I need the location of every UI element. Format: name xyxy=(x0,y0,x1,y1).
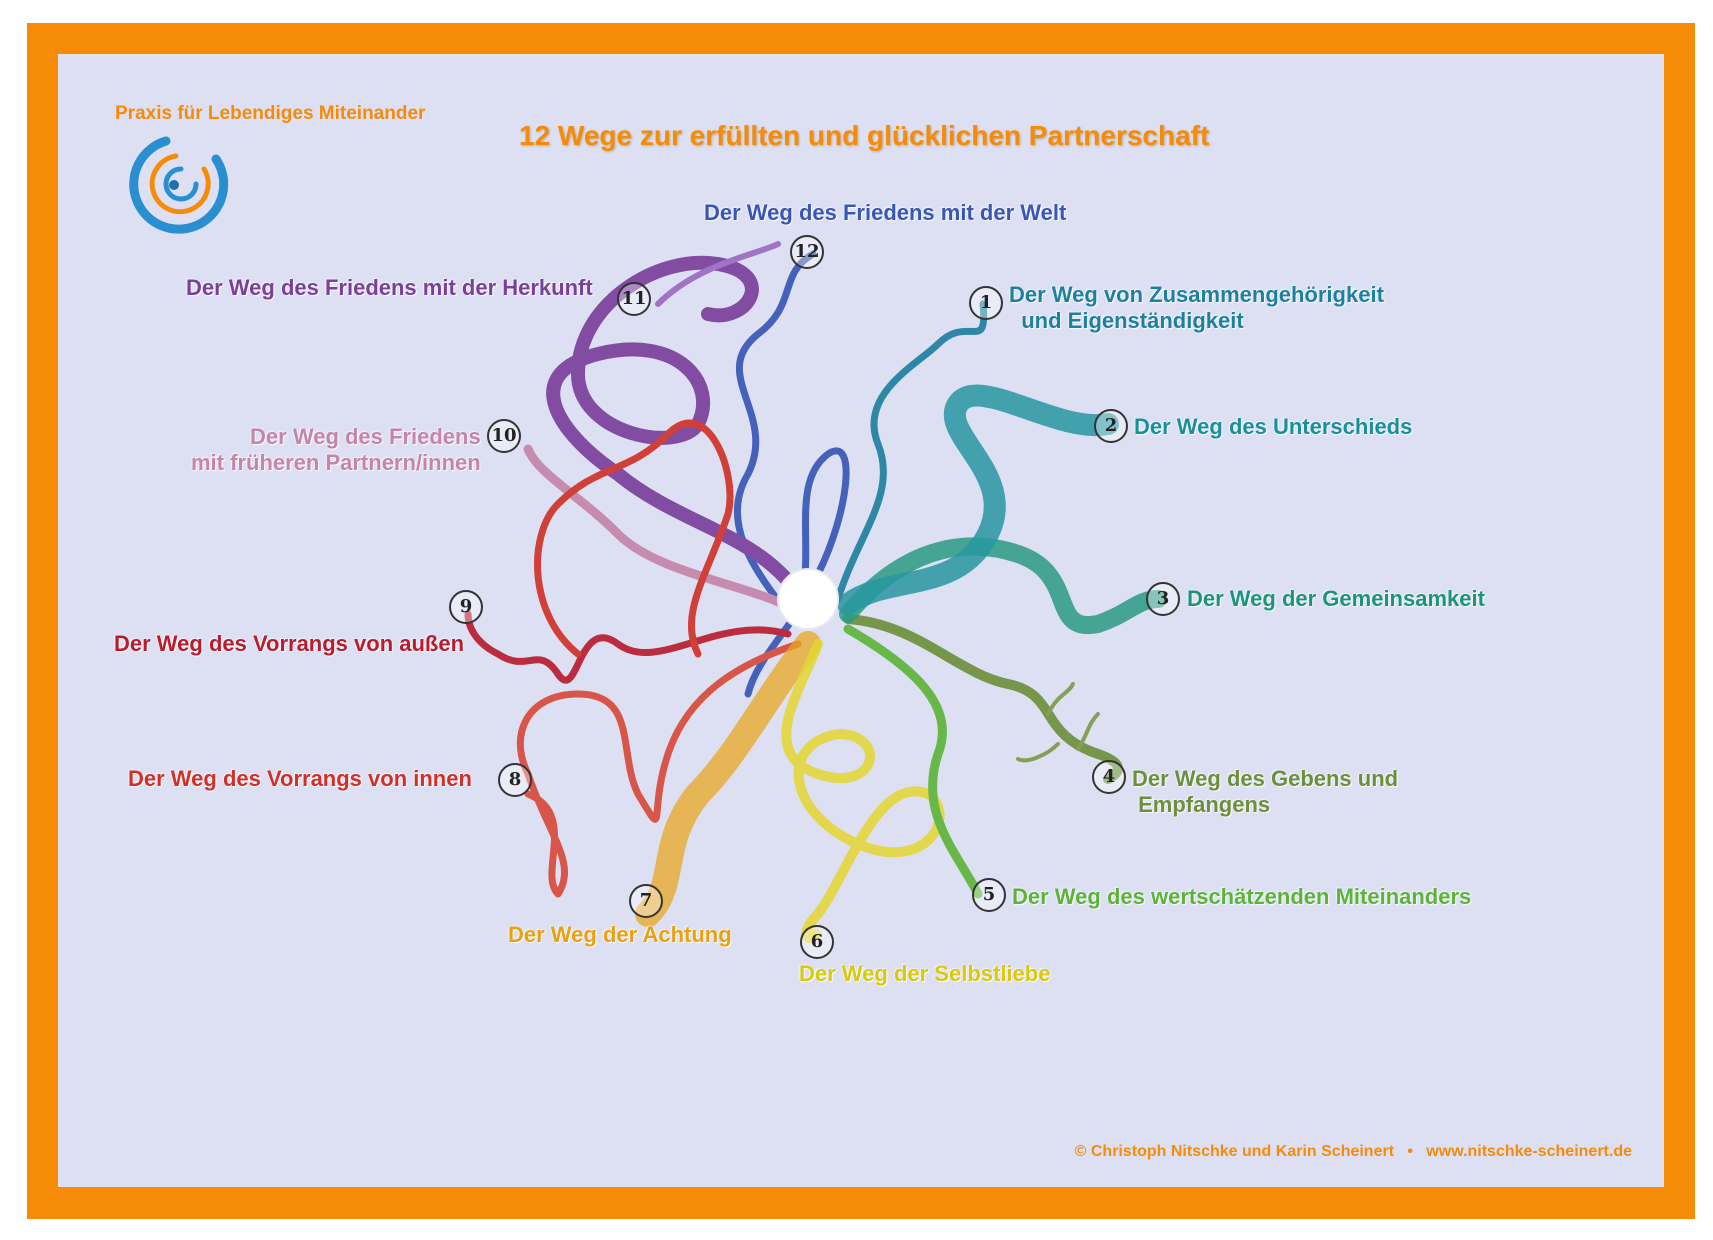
path-5-stroke xyxy=(843,624,983,899)
paths-illustration xyxy=(464,241,1167,943)
path-2-number: 2 xyxy=(1094,409,1128,443)
path-2-label: Der Weg des Unterschieds xyxy=(1134,414,1413,439)
path-12-number: 12 xyxy=(790,235,824,269)
orange-frame: Praxis für Lebendiges Miteinander 12 Weg… xyxy=(27,23,1695,1219)
path-2-stroke xyxy=(837,384,1119,615)
path-8-label: Der Weg des Vorrangs von innen xyxy=(128,766,472,791)
path-5-number: 5 xyxy=(972,878,1006,912)
path-4-number: 4 xyxy=(1092,760,1126,794)
path-1-number: 1 xyxy=(969,286,1003,320)
path-1-stroke xyxy=(834,300,988,603)
path-9-loop xyxy=(534,419,734,658)
path-7-number: 7 xyxy=(629,884,663,918)
path-8-number: 8 xyxy=(498,763,532,797)
path-3-label: Der Weg der Gemeinsamkeit xyxy=(1187,586,1485,611)
path-9-label: Der Weg des Vorrangs von außen xyxy=(114,631,465,656)
path-4-branches xyxy=(1016,682,1100,763)
path-3-number: 3 xyxy=(1146,582,1180,616)
path-7-stroke xyxy=(635,631,821,927)
path-9-number: 9 xyxy=(449,590,483,624)
center-circle xyxy=(777,568,839,630)
path-6-stroke xyxy=(781,639,945,943)
path-10-label: Der Weg des Friedens mit früheren Partne… xyxy=(191,424,481,476)
path-5-label: Der Weg des wertschätzenden Miteinanders xyxy=(1012,884,1472,909)
brand-name: Praxis für Lebendiges Miteinander xyxy=(115,103,426,124)
path-10-stroke xyxy=(523,444,798,614)
logo-swirl-icon xyxy=(129,136,229,234)
path-4-label: Der Weg des Gebens und Empfangens xyxy=(1132,766,1399,818)
path-10-number: 10 xyxy=(487,419,521,453)
copyright-footer: © Christoph Nitschke und Karin Scheinert… xyxy=(1074,1143,1632,1160)
poster-panel: Praxis für Lebendiges Miteinander 12 Weg… xyxy=(58,54,1664,1187)
path-3-stroke xyxy=(839,537,1167,635)
path-11-number: 11 xyxy=(617,282,651,316)
path-9-stroke xyxy=(464,610,792,684)
path-11-label: Der Weg des Friedens mit der Herkunft xyxy=(186,275,593,300)
path-6-label: Der Weg der Selbstliebe xyxy=(799,961,1051,986)
poster-title: 12 Wege zur erfüllten und glücklichen Pa… xyxy=(519,120,1210,151)
path-1-label: Der Weg von Zusammengehörigkeit und Eige… xyxy=(1009,282,1384,334)
path-6-number: 6 xyxy=(800,925,834,959)
path-4-stroke xyxy=(843,614,1123,784)
path-11-wisp xyxy=(655,241,781,307)
path-12-label: Der Weg des Friedens mit der Welt xyxy=(704,200,1067,225)
path-8-stroke xyxy=(516,640,802,898)
path-7-label: Der Weg der Achtung xyxy=(508,922,732,947)
